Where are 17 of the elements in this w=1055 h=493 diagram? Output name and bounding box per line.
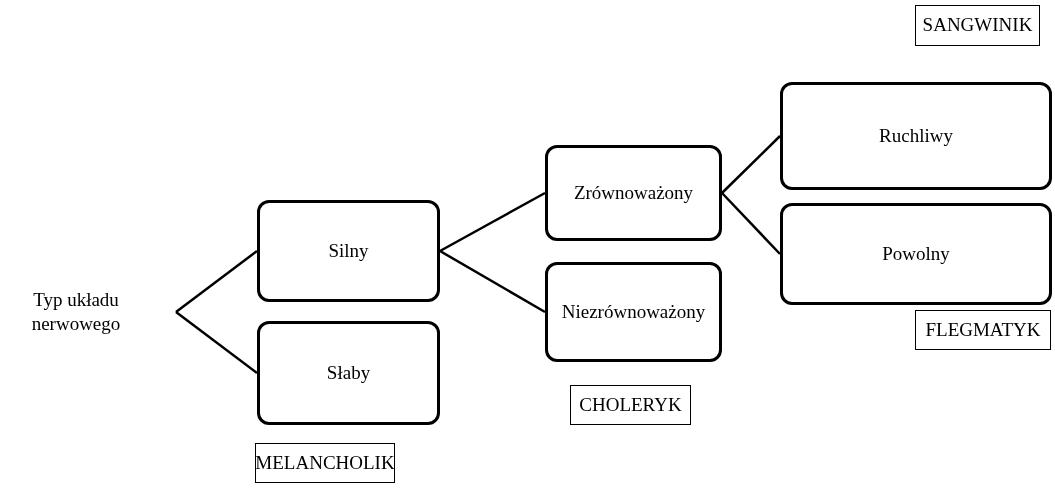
temperament-box: MELANCHOLIK: [255, 443, 395, 483]
temperament-box: SANGWINIK: [915, 5, 1040, 46]
rounded-box: Zrównoważony: [545, 145, 722, 241]
temperament-box: FLEGMATYK: [915, 310, 1051, 350]
rounded-box: Niezrównoważony: [545, 262, 722, 362]
connector-line: [439, 249, 546, 314]
temperament-box: CHOLERYK: [570, 385, 691, 425]
rounded-box: Ruchliwy: [780, 82, 1052, 190]
rounded-box: Słaby: [257, 321, 440, 425]
rounded-box: Powolny: [780, 203, 1052, 305]
connector-line: [175, 250, 258, 313]
connector-line: [439, 191, 546, 253]
rounded-box: Silny: [257, 200, 440, 302]
node-label: Typ układu nerwowego: [6, 288, 146, 336]
connector-line: [175, 311, 258, 374]
connector-line: [721, 135, 781, 194]
connector-line: [721, 192, 781, 255]
